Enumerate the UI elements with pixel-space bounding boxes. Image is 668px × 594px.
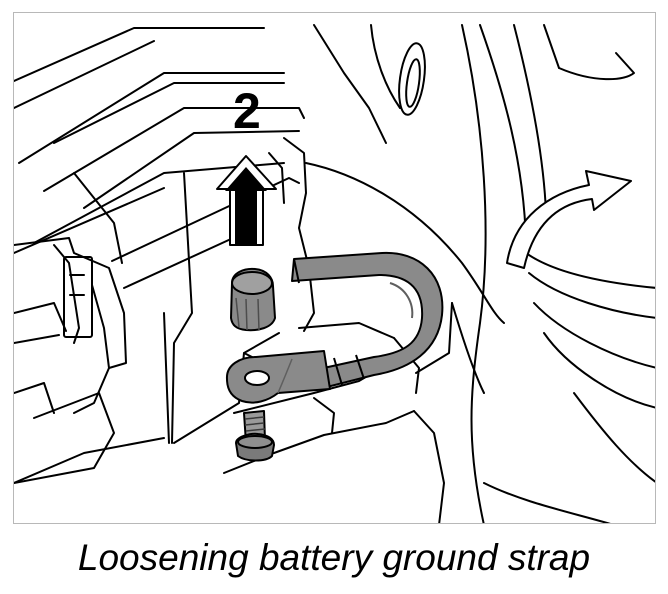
figure-caption: Loosening battery ground strap bbox=[77, 537, 591, 578]
battery-housing bbox=[14, 27, 305, 484]
body-panel bbox=[305, 24, 655, 523]
curved-arrow-right-icon bbox=[506, 170, 632, 269]
terminal-nut bbox=[230, 267, 276, 332]
step-number: 2 bbox=[233, 83, 261, 139]
battery-terminal-illustration bbox=[14, 24, 655, 523]
arrow-up-icon bbox=[216, 155, 277, 246]
illustration-frame: 2 bbox=[13, 12, 656, 524]
battery-clamp bbox=[14, 237, 127, 484]
terminal-bolt bbox=[235, 410, 275, 462]
ground-strap bbox=[225, 251, 444, 404]
